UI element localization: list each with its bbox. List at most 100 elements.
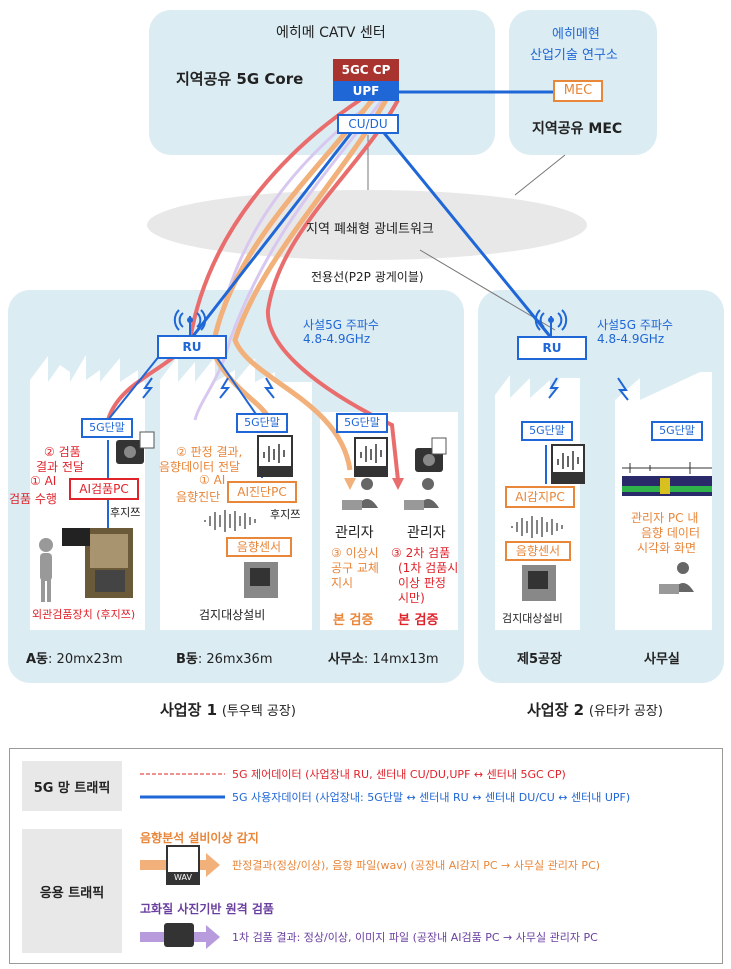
office2-desc-line1: 관리자 PC 내 — [631, 511, 699, 525]
office-note3b-line1: ③ 2차 검품 — [391, 546, 451, 560]
site2-name: 사업장 2 (유타카 공장) — [527, 699, 663, 720]
upf-box: UPF — [333, 81, 399, 101]
bldgA-terminal-box: 5G단말 — [81, 418, 133, 438]
ai-detection-pc-box: AI감지PC — [505, 486, 575, 508]
manager1-label: 관리자 — [335, 525, 374, 541]
office-size-label: 사무소 — [328, 652, 364, 667]
site1-name-label: 사업장 1 — [160, 701, 218, 719]
cp-box: 5GC CP — [333, 59, 399, 81]
cudu-box: CU/DU — [337, 114, 399, 134]
bldgB-step1-line1: ① AI — [199, 473, 226, 487]
manager2-label: 관리자 — [407, 525, 446, 541]
site2-name-sub: (유타카 공장) — [588, 704, 663, 719]
bldgA-step1-line1: ① AI — [30, 474, 57, 488]
legend-app-label: 응용 트래픽 — [22, 829, 122, 953]
ai-inspection-pc-box: AI검품PC — [69, 478, 139, 500]
factory5-sensor-box: 음향센서 — [505, 541, 571, 561]
factory5-machine-icon — [522, 565, 556, 601]
inspection-device-icon — [62, 528, 133, 598]
verify-photo-label: 본 검증 — [398, 613, 439, 628]
bldgB-size-value: : 26mx36m — [197, 652, 273, 667]
site1-name: 사업장 1 (투우텍 공장) — [160, 699, 296, 720]
bldgB-wav-file-icon — [257, 435, 293, 477]
office-note3-line3: 지시 — [331, 576, 354, 590]
office2-label: 사무실 — [644, 652, 680, 667]
manager1-person-icon — [342, 478, 378, 510]
core-label: 지역공유 5G Core — [176, 70, 304, 88]
bldgB-size-label: B동 — [176, 652, 198, 667]
institute-title-line1: 에히메현 — [552, 27, 600, 42]
bldgA-size-label: A동 — [26, 652, 49, 667]
office-camera-icon — [415, 437, 447, 472]
factory5-sound-wave-icon — [511, 516, 563, 538]
closed-network-label: 지역 폐쇄형 광네트워크 — [306, 222, 434, 237]
office-note3-line1: ③ 이상시 — [331, 546, 379, 560]
catv-center-box — [149, 10, 495, 155]
bldgB-equipment-label: 검지대상설비 — [199, 608, 266, 622]
spectrogram-icon — [622, 462, 712, 496]
mec-label: 지역공유 MEC — [532, 121, 623, 137]
site1-freq-line2: 4.8-4.9GHz — [303, 332, 371, 346]
legend-acoustic-desc: 판정결과(정상/이상), 음향 파일(wav) (공장내 AI감지 PC → 사… — [232, 859, 601, 872]
site2-freq-line2: 4.8-4.9GHz — [597, 332, 665, 346]
site1-name-sub: (투우텍 공장) — [221, 704, 296, 719]
mec-box: MEC — [553, 80, 603, 102]
legend-user-text: 5G 사용자데이터 (사업장내: 5G단말 ↔ 센터내 RU ↔ 센터내 DU/… — [232, 791, 631, 804]
factory5-wav-file-icon — [551, 444, 585, 484]
bldgA-size-value: : 20mx23m — [48, 652, 123, 667]
bldgB-machine-icon — [244, 562, 278, 598]
site2-antenna-icon — [534, 309, 568, 336]
bldgA-size: A동: 20mx23m — [26, 648, 123, 667]
bldgA-camera-icon — [116, 431, 155, 464]
legend-control-text: 5G 제어데이터 (사업장내 RU, 센터내 CU/DU,UPF ↔ 센터내 5… — [232, 768, 566, 781]
office-size-value: : 14mx13m — [363, 652, 439, 667]
office-note3b-line2: (1차 검품시 — [398, 561, 459, 575]
office-note3b-line3: 이상 판정 — [398, 576, 446, 590]
bldgB-step2-line1: ② 판정 결과, — [176, 445, 243, 459]
legend-acoustic-title: 음향분석 설비이상 감지 — [140, 831, 259, 845]
office-wav-file-icon — [354, 437, 388, 477]
factory5-label: 제5공장 — [517, 652, 562, 667]
legend-camera-icon — [164, 923, 194, 947]
bldgA-device-label: 외관검품장치 (후지쯔) — [32, 608, 136, 621]
ai-diagnosis-pc-box: AI진단PC — [227, 481, 297, 503]
bldgB-sensor-box: 음향센서 — [226, 537, 292, 557]
office2-terminal-box: 5G단말 — [651, 421, 703, 441]
bldgB-step2-line2: 음향데이터 전달 — [159, 460, 241, 474]
bldgA-fujitsu-label: 후지쯔 — [110, 506, 141, 519]
institute-title-line2: 산업기술 연구소 — [530, 48, 618, 63]
office-note3-line2: 공구 교체 — [331, 561, 379, 575]
office2-desc-line2: 음향 데이터 — [641, 526, 701, 540]
bldgA-step2-line2: 결과 전달 — [36, 460, 84, 474]
office-size: 사무소: 14mx13m — [328, 648, 439, 667]
site1-antenna-icon — [173, 309, 207, 336]
bldgA-step1-line2: 검품 수행 — [9, 492, 57, 506]
office2-person-icon — [659, 562, 694, 594]
office-note3b-line4: 시만) — [398, 591, 425, 605]
dedicated-line-label: 전용선(P2P 광게이블) — [311, 270, 424, 284]
legend-photo-desc: 1차 검품 결과: 정상/이상, 이미지 파일 (공장내 AI검품 PC → 사… — [232, 931, 598, 944]
legend-panel: 5G 망 트래픽 응용 트래픽 WAV 5G 제어데이터 (사업장내 RU, 센… — [9, 748, 723, 964]
legend-wav-icon: WAV — [166, 845, 200, 885]
manager2-person-icon — [404, 478, 439, 510]
bldgB-terminal-box: 5G단말 — [236, 413, 288, 433]
bldgB-size: B동: 26mx36m — [176, 648, 273, 667]
legend-photo-title: 고화질 사진기반 원격 검품 — [140, 902, 274, 916]
bldgB-sound-wave-icon — [204, 510, 256, 532]
center-title: 에히메 CATV 센터 — [276, 25, 386, 41]
office2-desc-line3: 시각화 화면 — [637, 541, 697, 555]
operator-person-icon — [39, 538, 53, 602]
bldgB-step1-line2: 음향진단 — [176, 490, 221, 504]
office-terminal-box: 5G단말 — [336, 413, 388, 433]
site1-ru-box: RU — [157, 335, 227, 359]
legend-net-label: 5G 망 트래픽 — [22, 761, 122, 811]
site2-ru-box: RU — [517, 336, 587, 360]
site2-freq-line1: 사설5G 주파수 — [597, 318, 673, 332]
factory5-equipment-label: 검지대상설비 — [502, 612, 563, 625]
factory5-terminal-box: 5G단말 — [521, 421, 573, 441]
legend-wav-label: WAV — [168, 872, 198, 883]
verify-acoustic-label: 본 검증 — [333, 613, 374, 628]
site1-freq-line1: 사설5G 주파수 — [303, 318, 379, 332]
site2-name-label: 사업장 2 — [527, 701, 585, 719]
bldgB-fujitsu-label: 후지쯔 — [270, 508, 301, 521]
